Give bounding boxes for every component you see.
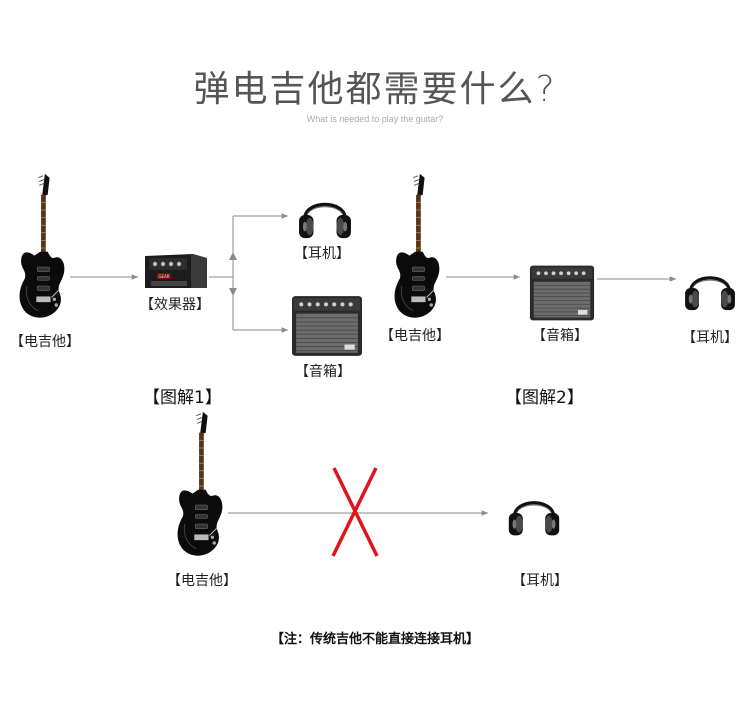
label-headphones: 【耳机】 [682,327,738,347]
label-electric-guitar: 【电吉他】 [167,570,237,590]
guitar-icon [20,174,65,318]
label-amp: 【音箱】 [532,325,588,345]
label-headphones: 【耳机】 [294,243,350,263]
branch-down-arrowhead [229,288,237,296]
guitar-icon [395,174,440,318]
headphones-icon [509,503,559,536]
footnote: 【注：传统吉他不能直接连接耳机】 [0,628,750,647]
label-effects-pedal: 【效果器】 [140,294,210,314]
effects-pedal-icon [145,254,207,288]
label-electric-guitar: 【电吉他】 [380,325,450,345]
caption-diagram-1: 【图解1】 [143,383,222,408]
guitar-icon [178,412,223,556]
amp-icon [530,266,594,321]
label-amp: 【音箱】 [295,361,351,381]
label-electric-guitar: 【电吉他】 [10,331,80,351]
branch-up-arrowhead [229,252,237,260]
headphones-icon [685,278,735,310]
amp-icon [292,296,362,356]
caption-diagram-2: 【图解2】 [505,383,584,408]
headphones-icon [299,204,351,238]
label-headphones: 【耳机】 [512,570,568,590]
cross-mark-icon [333,468,377,556]
